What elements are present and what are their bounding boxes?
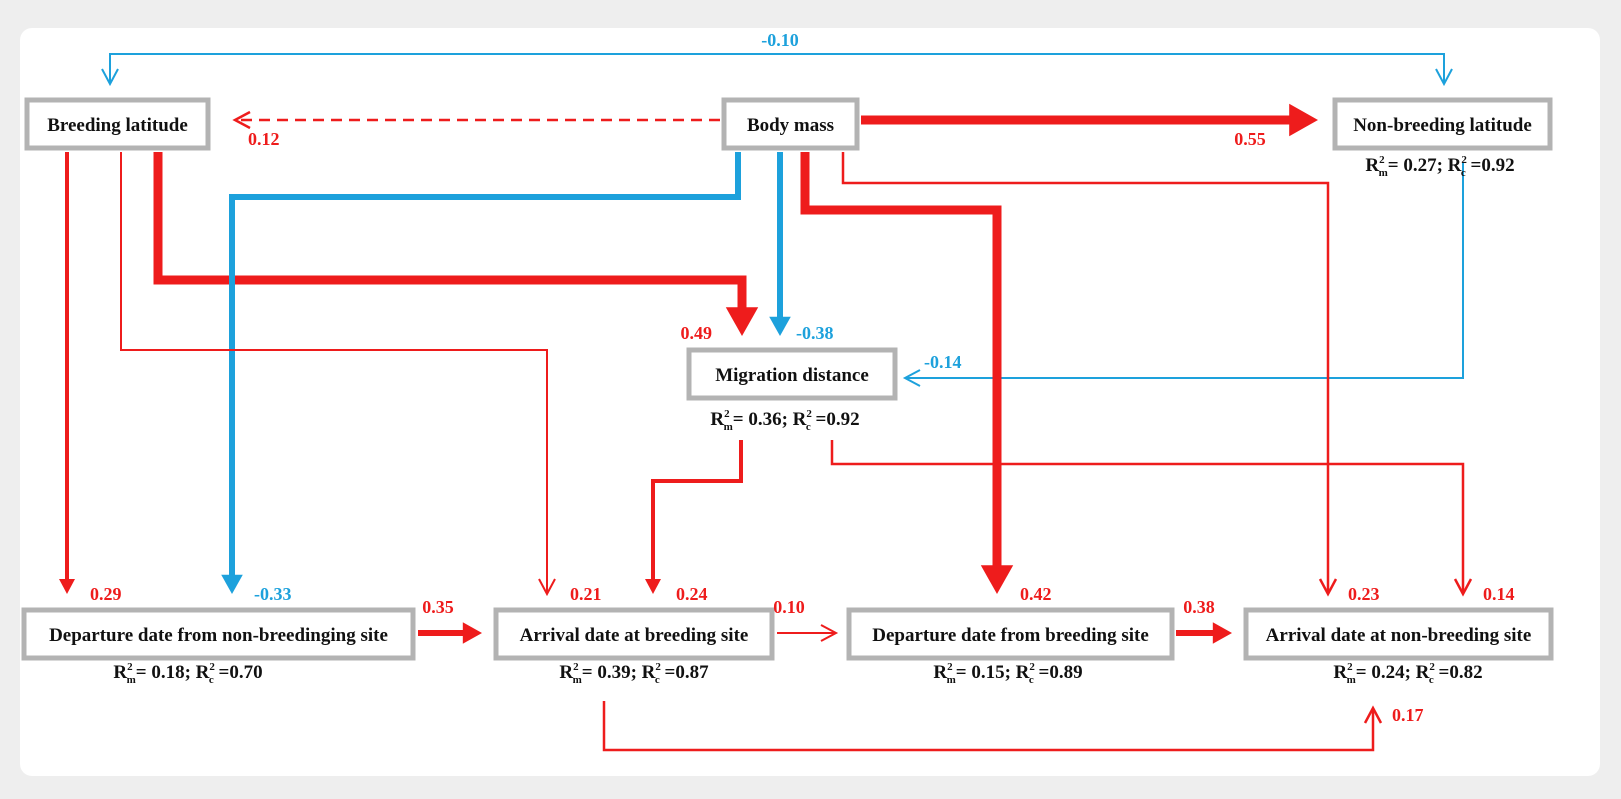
arrowhead <box>980 565 1014 594</box>
node-box <box>493 607 775 661</box>
node-departure-nonbreeding: Departure date from non-breedinging site <box>21 607 416 661</box>
coefficient-label: -0.10 <box>761 30 799 50</box>
node-body-mass: Body mass <box>721 97 860 151</box>
node-departure-breeding: Departure date from breeding site <box>846 607 1175 661</box>
edge-bm-md <box>769 152 791 336</box>
node-label: Arrival date at non-breeding site <box>1266 625 1532 646</box>
node-box <box>1243 607 1554 661</box>
edge-bm-db <box>800 152 1014 594</box>
edge-line <box>229 152 741 577</box>
edge-nbl-bl <box>101 53 1453 87</box>
coefficient-label: 0.14 <box>1483 584 1515 604</box>
edge-md-ab <box>645 440 743 594</box>
node-migration-distance: Migration distance <box>686 347 898 401</box>
node-box <box>1332 97 1553 151</box>
edge-dnb-ab <box>418 622 482 644</box>
arrowhead <box>462 622 482 644</box>
coefficient-label: 0.12 <box>248 129 280 149</box>
edge-bl-md <box>153 152 759 336</box>
edge-bm-dnb <box>221 152 741 594</box>
arrowhead <box>1435 68 1453 87</box>
node-breeding-latitude: Breeding latitude <box>24 97 211 151</box>
arrowhead <box>221 574 243 594</box>
diagram-panel: Breeding latitude Body mass Non-breeding l… <box>20 28 1600 776</box>
coefficient-label: -0.33 <box>254 584 292 604</box>
coefficient-label: -0.14 <box>924 352 962 372</box>
arrowhead <box>645 579 661 594</box>
node-arrival-nonbreeding: Arrival date at non-breeding site <box>1243 607 1554 661</box>
edge-line <box>651 440 743 581</box>
coefficient-label: 0.42 <box>1020 584 1052 604</box>
coefficient-label: 0.38 <box>1183 597 1215 617</box>
coefficient-label: 0.24 <box>676 584 708 604</box>
nodes-layer: Breeding latitude Body mass Non-breeding l… <box>21 97 1554 661</box>
arrowhead <box>1453 578 1473 597</box>
coefficient-label: 0.35 <box>422 597 454 617</box>
node-nonbreeding-latitude: Non-breeding latitude <box>1332 97 1553 151</box>
arrowhead <box>1318 578 1338 597</box>
coefficient-label: 0.55 <box>1234 129 1266 149</box>
node-box <box>686 347 898 401</box>
edge-bm-anb <box>841 152 1338 597</box>
edge-line <box>153 152 747 310</box>
arrowhead <box>725 307 759 336</box>
node-label: Migration distance <box>715 365 869 386</box>
edge-line <box>905 162 1464 379</box>
coefficient-label: 0.21 <box>570 584 602 604</box>
coefficient-label: 0.10 <box>773 597 805 617</box>
arrowhead <box>902 369 921 387</box>
labels-layer: 0.12 0.55 -0.10 0.49 -0.38 -0.14 0.29 -0.33 0.21… <box>90 30 1515 725</box>
edge-line <box>800 152 1002 568</box>
edge-md-anb <box>830 440 1473 597</box>
coefficient-label: 0.23 <box>1348 584 1380 604</box>
node-arrival-breeding: Arrival date at breeding site <box>493 607 775 661</box>
edge-bm-nbl <box>861 103 1318 137</box>
node-label: Departure date from non-breedinging site <box>49 625 388 646</box>
edges-layer <box>59 53 1473 752</box>
node-label: Body mass <box>747 115 834 136</box>
node-label: Non-breeding latitude <box>1353 115 1532 136</box>
edge-ab-anb <box>602 701 1383 752</box>
edge-bm-bl <box>232 110 720 130</box>
edge-line <box>109 53 1445 84</box>
edge-ab-db <box>777 624 839 642</box>
edge-db-anb <box>1176 622 1232 644</box>
edge-bl-ab <box>120 152 556 597</box>
arrowhead <box>1363 705 1383 724</box>
edge-line <box>830 440 1465 594</box>
arrowhead <box>1289 103 1318 137</box>
edge-bl-dnb <box>59 152 75 594</box>
arrowhead <box>769 316 791 336</box>
path-diagram: Breeding latitude Body mass Non-breeding l… <box>21 30 1554 752</box>
node-label: Arrival date at breeding site <box>520 625 749 646</box>
node-box <box>846 607 1175 661</box>
node-label: Breeding latitude <box>47 115 188 136</box>
edge-line <box>841 152 1330 594</box>
arrowhead <box>59 579 75 594</box>
coefficient-label: 0.17 <box>1392 705 1424 725</box>
arrowhead <box>232 110 251 130</box>
arrowhead <box>1212 622 1232 644</box>
coefficient-label: 0.49 <box>681 323 713 343</box>
node-box <box>21 607 416 661</box>
node-label: Departure date from breeding site <box>872 625 1149 646</box>
edge-nbl-md <box>902 162 1464 387</box>
arrowhead <box>538 578 556 597</box>
coefficient-label: 0.29 <box>90 584 122 604</box>
arrowhead <box>820 624 839 642</box>
node-box <box>721 97 860 151</box>
edge-line <box>120 152 548 594</box>
coefficient-label: -0.38 <box>796 323 834 343</box>
edge-line <box>602 701 1375 752</box>
node-box <box>24 97 211 151</box>
